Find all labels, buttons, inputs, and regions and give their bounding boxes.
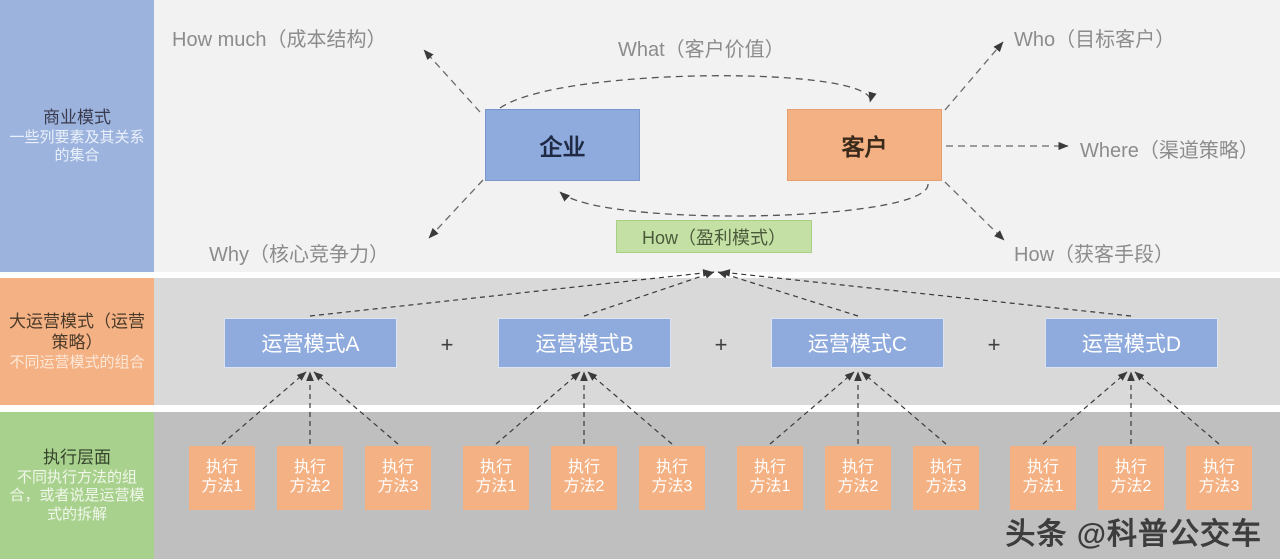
execution-method-box[interactable]: 执行 方法2 — [551, 446, 617, 510]
annotation-where: Where（渠道策略） — [1080, 140, 1259, 162]
enterprise-box[interactable]: 企业 — [485, 109, 640, 181]
execution-method-box[interactable]: 执行 方法1 — [189, 446, 255, 510]
execution-method-box[interactable]: 执行 方法3 — [365, 446, 431, 510]
execution-method-line1: 执行 — [1202, 459, 1235, 477]
execution-method-box[interactable]: 执行 方法2 — [277, 446, 343, 510]
sidebar-operations-subtitle: 不同运营模式的组合 — [9, 354, 145, 372]
execution-method-line1: 执行 — [479, 459, 512, 477]
execution-method-box[interactable]: 执行 方法2 — [1098, 446, 1164, 510]
execution-method-line2: 方法3 — [651, 478, 693, 495]
execution-method-line2: 方法2 — [1110, 478, 1152, 495]
sidebar-business-model-title: 商业模式 — [43, 107, 111, 127]
execution-method-line1: 执行 — [1026, 459, 1059, 477]
sidebar-execution-subtitle: 不同执行方法的组合，或者说是运营模式的拆解 — [9, 469, 145, 523]
execution-method-box[interactable]: 执行 方法1 — [737, 446, 803, 510]
execution-method-line1: 执行 — [1114, 459, 1147, 477]
annotation-who: Who（目标客户） — [1014, 29, 1176, 51]
plus-separator-1: + — [440, 332, 454, 357]
execution-method-line2: 方法1 — [201, 478, 243, 495]
execution-method-line2: 方法2 — [563, 478, 605, 495]
plus-separator-3: + — [987, 332, 1001, 357]
annotation-why: Why（核心竞争力） — [209, 244, 389, 266]
operating-mode-box-d[interactable]: 运营模式D — [1045, 318, 1218, 368]
execution-method-box[interactable]: 执行 方法3 — [913, 446, 979, 510]
execution-method-line1: 执行 — [293, 459, 326, 477]
sidebar-execution: 执行层面 不同执行方法的组合，或者说是运营模式的拆解 — [0, 412, 154, 559]
execution-method-line2: 方法1 — [475, 478, 517, 495]
sidebar-execution-title: 执行层面 — [43, 447, 111, 467]
customer-box[interactable]: 客户 — [787, 109, 942, 181]
execution-method-line1: 执行 — [205, 459, 238, 477]
execution-method-line1: 执行 — [381, 459, 414, 477]
execution-method-line1: 执行 — [753, 459, 786, 477]
execution-method-box[interactable]: 执行 方法1 — [463, 446, 529, 510]
execution-method-box[interactable]: 执行 方法3 — [639, 446, 705, 510]
execution-method-box[interactable]: 执行 方法1 — [1010, 446, 1076, 510]
execution-method-box[interactable]: 执行 方法3 — [1186, 446, 1252, 510]
annotation-what: What（客户价值） — [618, 39, 785, 61]
plus-separator-2: + — [714, 332, 728, 357]
execution-method-line1: 执行 — [841, 459, 874, 477]
execution-method-line2: 方法2 — [289, 478, 331, 495]
sidebar-operations: 大运营模式（运营策略） 不同运营模式的组合 — [0, 278, 154, 405]
profit-model-box[interactable]: How（盈利模式） — [616, 220, 812, 253]
watermark: 头条 @科普公交车 — [1005, 518, 1262, 551]
execution-method-box[interactable]: 执行 方法2 — [825, 446, 891, 510]
annotation-how-acquire: How（获客手段） — [1014, 244, 1175, 266]
execution-method-line2: 方法1 — [1022, 478, 1064, 495]
sidebar-operations-title: 大运营模式（运营策略） — [9, 311, 145, 352]
operating-mode-box-c[interactable]: 运营模式C — [771, 318, 944, 368]
sidebar-business-model-subtitle: 一些列要素及其关系的集合 — [9, 128, 145, 165]
operating-mode-box-a[interactable]: 运营模式A — [224, 318, 397, 368]
execution-method-line1: 执行 — [567, 459, 600, 477]
execution-method-line2: 方法3 — [925, 478, 967, 495]
operating-mode-box-b[interactable]: 运营模式B — [498, 318, 671, 368]
execution-method-line1: 执行 — [655, 459, 688, 477]
execution-method-line2: 方法2 — [837, 478, 879, 495]
execution-method-line2: 方法1 — [749, 478, 791, 495]
execution-method-line2: 方法3 — [1198, 478, 1240, 495]
execution-method-line2: 方法3 — [377, 478, 419, 495]
sidebar-business-model: 商业模式 一些列要素及其关系的集合 — [0, 0, 154, 272]
execution-method-line1: 执行 — [929, 459, 962, 477]
annotation-how-much: How much（成本结构） — [172, 29, 387, 51]
